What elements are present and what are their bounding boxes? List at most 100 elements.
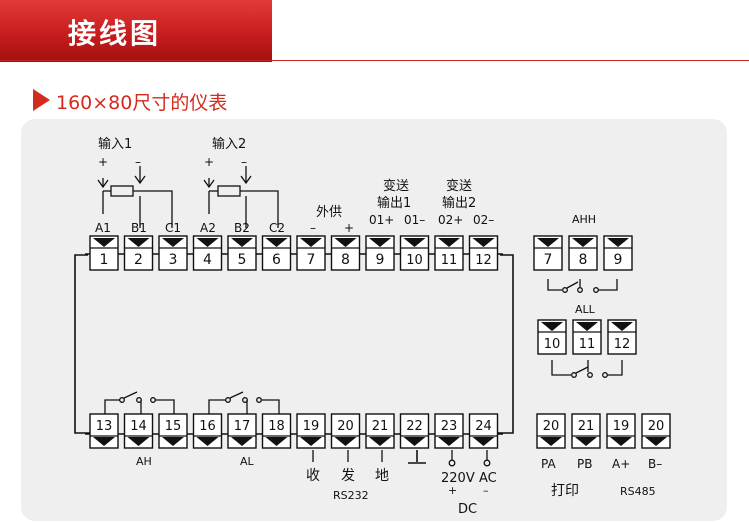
terminal-number: 3 xyxy=(169,252,178,268)
terminal-24: 24 xyxy=(468,413,499,449)
pa-label: PA xyxy=(541,457,556,471)
terminal-number: 19 xyxy=(303,419,320,434)
ah-label: AH xyxy=(136,455,152,468)
rs232-leads xyxy=(312,450,383,462)
terminal-number: 18 xyxy=(268,419,285,434)
terminal-7: 7 xyxy=(533,235,563,271)
terminal-strip-outline xyxy=(74,253,514,435)
terminal-number: 12 xyxy=(475,253,492,268)
terminal-arrow-icon xyxy=(403,238,426,247)
terminal-20: 20 xyxy=(536,413,566,449)
terminal-arrow-icon xyxy=(93,437,115,446)
out1-line1: 变送 xyxy=(383,178,409,194)
terminal-arrow-icon xyxy=(127,437,150,446)
terminal-13: 13 xyxy=(89,413,119,449)
page-title: 接线图 xyxy=(68,17,162,50)
terminal-17: 17 xyxy=(227,413,257,449)
input2-minus: – xyxy=(241,155,247,169)
terminal-8: 8 xyxy=(330,235,361,271)
terminal-12: 12 xyxy=(468,235,499,271)
terminal-number: 20 xyxy=(543,419,560,434)
header-band xyxy=(0,0,272,62)
terminal-14: 14 xyxy=(123,413,154,449)
terminal-number: 19 xyxy=(613,419,630,434)
terminal-arrow-icon xyxy=(645,437,667,446)
terminal-number: 12 xyxy=(614,337,631,352)
o2-plus: 02+ xyxy=(438,213,463,227)
rs232-label: RS232 xyxy=(333,489,369,502)
aux-minus: – xyxy=(310,221,316,235)
terminal-20: 20 xyxy=(330,413,361,449)
ground-icon xyxy=(408,450,426,464)
pin-label-c1: C1 xyxy=(165,221,181,235)
pin-label-b2: B2 xyxy=(234,221,250,235)
terminal-arrow-icon xyxy=(611,322,633,331)
terminal-16: 16 xyxy=(192,413,223,449)
terminal-arrow-icon xyxy=(162,238,184,247)
terminal-number: 2 xyxy=(134,252,143,268)
terminal-arrow-icon xyxy=(438,238,460,247)
terminal-arrow-icon xyxy=(196,238,219,247)
terminal-number: 8 xyxy=(341,252,350,268)
terminal-arrow-icon xyxy=(610,437,632,446)
al-label: AL xyxy=(240,455,255,468)
terminal-10: 10 xyxy=(399,235,430,271)
ahh-label: AHH xyxy=(572,213,596,226)
dc-label: DC xyxy=(458,502,477,517)
input2-plus: + xyxy=(204,155,214,169)
out2-line1: 变送 xyxy=(446,178,472,194)
terminal-11: 11 xyxy=(434,235,464,271)
terminal-number: 1 xyxy=(100,252,109,268)
gnd-label: 地 xyxy=(375,468,389,484)
input1-wiring xyxy=(97,166,173,228)
terminal-number: 9 xyxy=(376,252,385,268)
terminal-arrow-icon xyxy=(265,238,288,247)
terminal-number: 5 xyxy=(238,252,247,268)
terminal-arrow-icon xyxy=(537,238,559,247)
terminal-arrow-icon xyxy=(334,238,357,247)
al-relay-contact xyxy=(208,391,280,414)
terminal-arrow-icon xyxy=(607,238,629,247)
pin-label-c2: C2 xyxy=(269,221,285,235)
terminal-18: 18 xyxy=(261,413,292,449)
terminal-19: 19 xyxy=(606,413,636,449)
rx-label: 收 xyxy=(306,468,320,484)
header-divider xyxy=(0,60,749,61)
terminal-arrow-icon xyxy=(572,238,594,247)
terminal-arrow-icon xyxy=(162,437,184,446)
terminal-11: 11 xyxy=(572,319,602,355)
terminal-arrow-icon xyxy=(196,437,219,446)
o1-plus: 01+ xyxy=(369,213,394,227)
terminal-arrow-icon xyxy=(541,322,563,331)
terminal-arrow-icon xyxy=(403,437,426,446)
aux-supply-label: 外供 xyxy=(316,205,342,220)
terminal-number: 13 xyxy=(96,419,113,434)
terminal-number: 10 xyxy=(544,337,561,352)
terminal-arrow-icon xyxy=(438,437,460,446)
input2-wiring xyxy=(203,166,279,228)
v220-label: 220V xyxy=(441,471,475,486)
terminal-arrow-icon xyxy=(576,322,598,331)
tx-label: 发 xyxy=(341,468,355,484)
section-title: 160×80尺寸的仪表 xyxy=(56,92,228,114)
o1-minus: 01– xyxy=(404,213,425,227)
all-relay-contact xyxy=(551,360,623,378)
terminal-9: 9 xyxy=(365,235,395,271)
terminal-6: 6 xyxy=(261,235,292,271)
terminal-8: 8 xyxy=(568,235,598,271)
terminal-arrow-icon xyxy=(334,437,357,446)
terminal-arrow-icon xyxy=(575,437,597,446)
terminal-number: 17 xyxy=(234,419,251,434)
terminal-number: 20 xyxy=(648,419,665,434)
terminal-23: 23 xyxy=(434,413,464,449)
terminal-number: 15 xyxy=(165,419,182,434)
terminal-number: 11 xyxy=(441,253,458,268)
terminal-arrow-icon xyxy=(369,238,391,247)
terminal-number: 14 xyxy=(130,419,147,434)
terminal-arrow-icon xyxy=(127,238,150,247)
o2-minus: 02– xyxy=(473,213,494,227)
terminal-12: 12 xyxy=(607,319,637,355)
terminal-15: 15 xyxy=(158,413,188,449)
